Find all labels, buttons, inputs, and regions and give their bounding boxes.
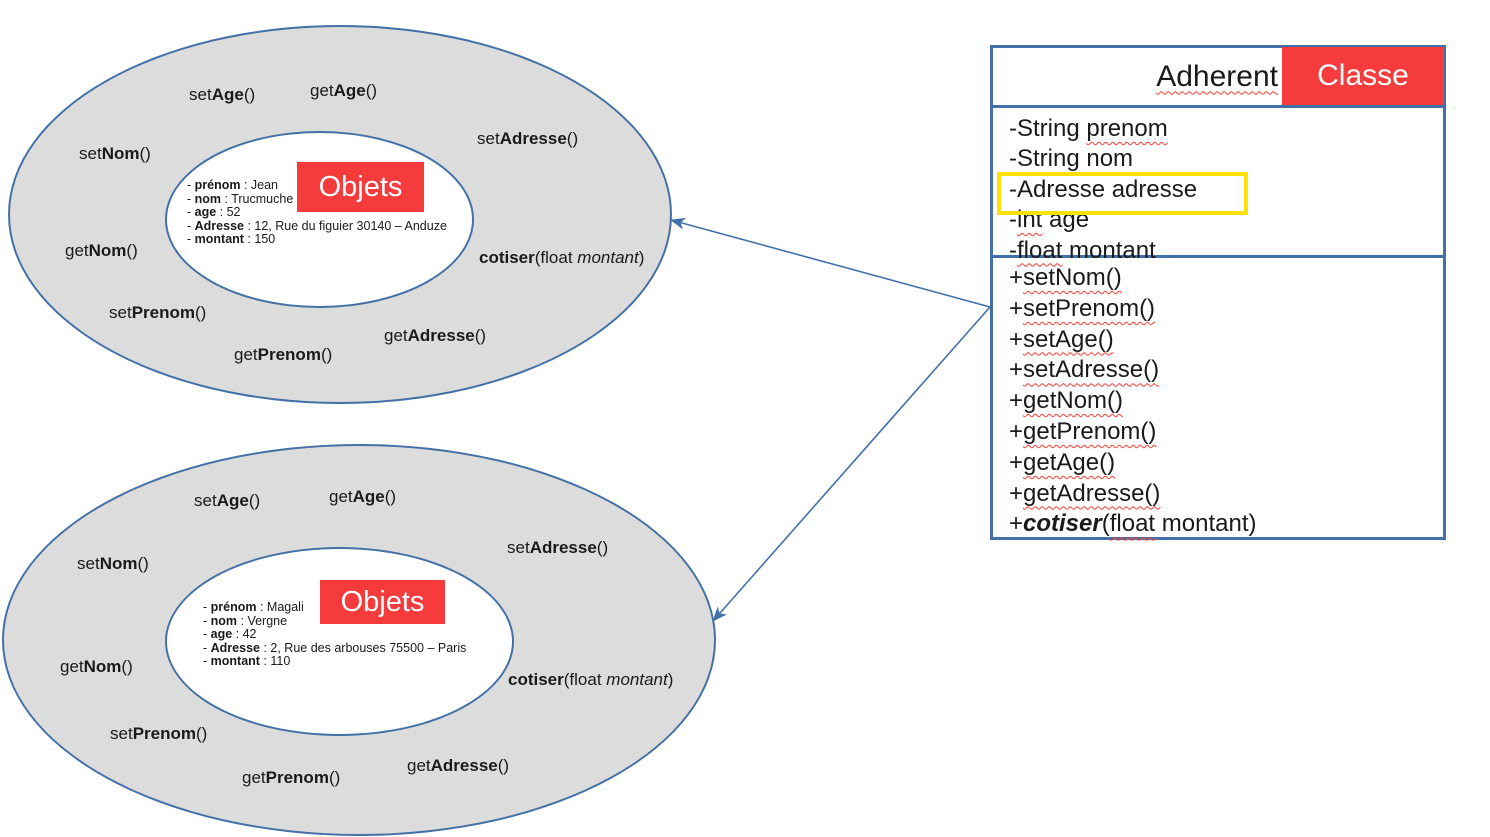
class-attribute-row: -Adresse adresse — [1009, 175, 1198, 203]
class-method-row: +setNom() — [1009, 264, 1122, 291]
arrow-to-object-1 — [670, 217, 991, 308]
object-attribute-row: - Adresse : 2, Rue des arbouses 75500 – … — [203, 640, 467, 655]
class-method-row: +getNom() — [1009, 387, 1124, 415]
method-label-setAdresse: setAdresse() — [507, 538, 609, 557]
method-label-setAge: setAge() — [189, 85, 256, 104]
method-label-getAge: getAge() — [310, 81, 378, 100]
object-attribute-row: - nom : Vergne — [203, 613, 288, 628]
class-header: Adherent Classe — [993, 47, 1444, 108]
class-attribute-row: -String prenom — [1009, 115, 1168, 142]
object-attribute-row: - montant : 150 — [187, 232, 276, 247]
method-label-setPrenom: setPrenom() — [109, 303, 207, 322]
object-ellipse-1: - prénom : Jean- nom : Trucmuche- age : … — [8, 25, 672, 404]
class-attribute-row: -int age — [1009, 206, 1090, 234]
method-label-setNom: setNom() — [77, 554, 149, 573]
class-method-row: +cotiser(float montant) — [1009, 510, 1257, 538]
class-method-row: +getPrenom() — [1009, 417, 1157, 445]
method-label-getPrenom: getPrenom() — [242, 768, 341, 787]
objects-label: Objets — [297, 162, 424, 212]
class-method-row: +setAge() — [1009, 325, 1114, 353]
object-attributes: - prénom : Magali- nom : Vergne- age : 4… — [203, 600, 467, 669]
object-attribute-row: - prénom : Magali — [203, 600, 304, 614]
arrow-to-object-2 — [712, 306, 991, 622]
class-method-row: +getAdresse() — [1009, 479, 1161, 507]
object-ellipse-2: - prénom : Magali- nom : Vergne- age : 4… — [2, 444, 716, 836]
method-label-getAge: getAge() — [329, 487, 397, 506]
class-attribute-row: -String nom — [1009, 145, 1134, 173]
method-label-setNom: setNom() — [79, 144, 151, 163]
class-method-row: +setPrenom() — [1009, 294, 1156, 322]
object-attribute-row: - age : 52 — [187, 205, 241, 220]
class-attribute-row: -float montant — [1009, 236, 1156, 264]
object-attribute-row: - age : 42 — [203, 627, 257, 642]
method-label-getNom: getNom() — [65, 241, 138, 260]
object-inner-ellipse: - prénom : Jean- nom : Trucmuche- age : … — [165, 131, 474, 308]
class-methods-section: +setNom() +setPrenom() +setAge() +setAdress… — [993, 258, 1443, 540]
class-method-row: +getAge() — [1009, 448, 1116, 476]
method-label-setPrenom: setPrenom() — [110, 724, 208, 743]
object-inner-ellipse: - prénom : Magali- nom : Vergne- age : 4… — [165, 547, 514, 736]
object-attribute-row: - prénom : Jean — [187, 178, 279, 192]
yellow-highlight-box — [997, 172, 1248, 215]
method-label-getNom: getNom() — [60, 657, 133, 676]
objects-label: Objets — [320, 580, 445, 624]
method-label-setAge: setAge() — [194, 491, 261, 510]
method-label-setAdresse: setAdresse() — [477, 129, 579, 148]
classe-tag: Classe — [1282, 47, 1444, 105]
object-attribute-row: - nom : Trucmuche — [187, 191, 294, 206]
method-label-getAdresse: getAdresse() — [407, 756, 510, 775]
object-attributes: - prénom : Jean- nom : Trucmuche- age : … — [187, 178, 447, 247]
method-label-getPrenom: getPrenom() — [234, 345, 333, 364]
uml-class-box: Adherent Classe -String prenom -String no… — [990, 45, 1446, 540]
method-label-getAdresse: getAdresse() — [384, 326, 487, 345]
object-attribute-row: - montant : 110 — [203, 654, 291, 669]
class-attributes-section: -String prenom -String nom-Adresse adress… — [993, 108, 1443, 264]
class-method-row: +setAdresse() — [1009, 356, 1160, 384]
method-label-cotiser: cotiser(float montant) — [479, 248, 645, 267]
class-title: Adherent — [1156, 59, 1278, 93]
object-attribute-row: - Adresse : 12, Rue du figuier 30140 – A… — [187, 218, 447, 233]
method-label-cotiser: cotiser(float montant) — [508, 670, 674, 689]
